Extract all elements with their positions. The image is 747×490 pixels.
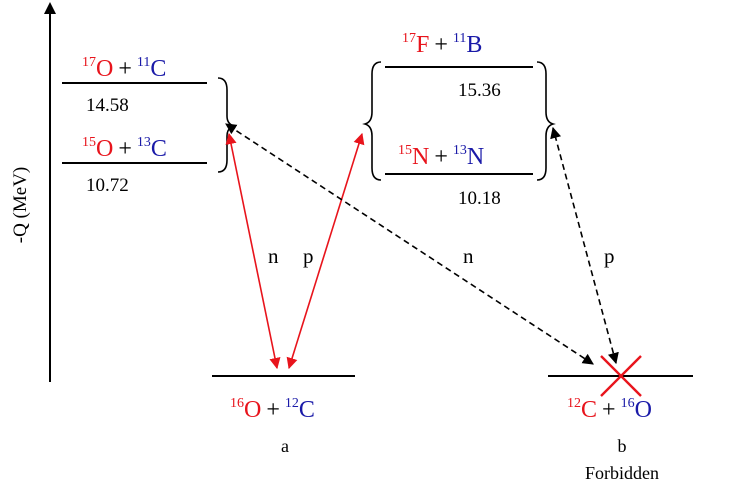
level-n15-n13-label: 15N+13N (398, 143, 484, 170)
left-group-brace (217, 77, 237, 173)
label-p-left: p (303, 244, 314, 268)
arrow-p-a-to-n15 (286, 132, 365, 370)
level-o17-c11-label: 17O+11C (82, 55, 166, 82)
right-group-close-brace (536, 61, 556, 181)
ground-b-label: 12C+16O (567, 396, 652, 423)
level-f17-b11-label: 17F+11B (402, 31, 482, 58)
ground-a-label: 16O+12C (230, 396, 315, 423)
label-n-left: n (268, 244, 279, 268)
level-n15-n13-value: 10.18 (458, 188, 501, 209)
level-o15-c13-value: 10.72 (86, 175, 129, 196)
forbidden-cross-stroke-2 (600, 355, 642, 397)
level-o15-c13-label: 15O+13C (82, 135, 167, 162)
ground-a-caption: a (281, 436, 289, 456)
label-p-dashed: p (604, 244, 615, 268)
y-axis-label: -Q (MeV) (10, 167, 31, 244)
y-axis-arrowhead (44, 2, 56, 14)
level-f17-b11-value: 15.36 (458, 80, 501, 101)
arrow-p-b-to-right-group (550, 126, 619, 365)
label-n-dashed: n (463, 244, 474, 268)
arrow-n-b-to-left-group (225, 123, 594, 365)
right-group-open-brace (362, 61, 382, 181)
ground-b-forbidden-note: Forbidden (585, 463, 659, 483)
level-o17-c11-value: 14.58 (86, 95, 129, 116)
ground-b-caption: b (618, 436, 627, 456)
